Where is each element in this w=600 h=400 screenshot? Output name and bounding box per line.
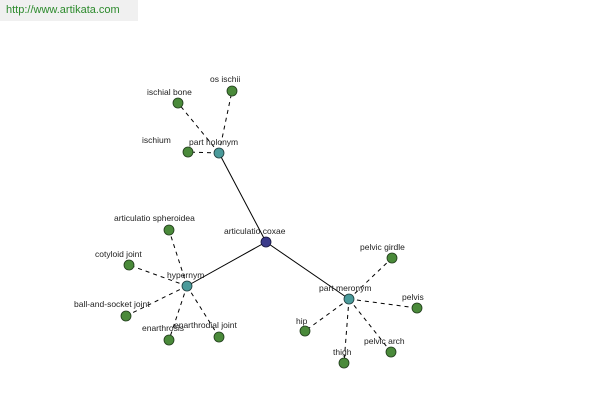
- node-leaf-hypernym-3[interactable]: [163, 334, 175, 346]
- edge-meronym-0: [348, 257, 393, 300]
- label-leaf-holonym-0: ischial bone: [147, 87, 192, 97]
- node-leaf-holonym-1[interactable]: [226, 85, 238, 97]
- edge-hypernym-3: [168, 285, 188, 341]
- label-leaf-meronym-3: thigh: [333, 347, 352, 357]
- node-relation-holonym[interactable]: [213, 147, 225, 159]
- node-leaf-hypernym-4[interactable]: [213, 331, 225, 343]
- node-leaf-meronym-3[interactable]: [338, 357, 350, 369]
- graph-nodes: [120, 85, 423, 369]
- edge-holonym-1: [218, 90, 233, 154]
- label-leaf-hypernym-0: articulatio spheroidea: [114, 213, 195, 223]
- watermark-url[interactable]: http://www.artikata.com: [0, 0, 138, 21]
- label-leaf-meronym-0: pelvic girdle: [360, 242, 405, 252]
- edge-holonym-0: [177, 102, 220, 154]
- node-leaf-meronym-0[interactable]: [386, 252, 398, 264]
- node-leaf-meronym-4[interactable]: [385, 346, 397, 358]
- edge-root-meronym: [265, 241, 350, 300]
- label-leaf-meronym-4: pelvic arch: [364, 336, 405, 346]
- label-leaf-meronym-1: pelvis: [402, 292, 424, 302]
- node-leaf-holonym-0[interactable]: [172, 97, 184, 109]
- edge-hypernym-4: [186, 285, 220, 338]
- label-leaf-holonym-1: os ischii: [210, 74, 240, 84]
- label-leaf-hypernym-4: enarthrodial joint: [174, 320, 237, 330]
- label-leaf-hypernym-3: enarthrosis: [142, 323, 184, 333]
- label-leaf-holonym-2: ischium: [142, 135, 171, 145]
- label-leaf-meronym-2: hip: [296, 316, 308, 326]
- graph-labels: articulatio coxae part holonym ischial bon…: [74, 74, 424, 357]
- label-relation-holonym: part holonym: [189, 137, 238, 147]
- node-root[interactable]: [260, 236, 272, 248]
- edge-root-holonym: [218, 152, 267, 243]
- label-leaf-hypernym-2: ball-and-socket joint: [74, 299, 150, 309]
- edge-meronym-3: [343, 298, 350, 364]
- node-leaf-hypernym-2[interactable]: [120, 310, 132, 322]
- node-leaf-meronym-1[interactable]: [411, 302, 423, 314]
- node-leaf-hypernym-1[interactable]: [123, 259, 135, 271]
- label-root: articulatio coxae: [224, 226, 286, 236]
- label-relation-meronym: part meronym: [319, 283, 371, 293]
- edge-hypernym-2: [125, 285, 188, 317]
- edge-meronym-4: [348, 298, 392, 353]
- node-leaf-holonym-2[interactable]: [182, 146, 194, 158]
- edge-meronym-2: [304, 298, 350, 332]
- node-leaf-meronym-2[interactable]: [299, 325, 311, 337]
- edge-hypernym-1: [128, 264, 188, 287]
- edge-hypernym-0: [168, 229, 188, 287]
- label-leaf-hypernym-1: cotyloid joint: [95, 249, 142, 259]
- node-relation-meronym[interactable]: [343, 293, 355, 305]
- edge-meronym-1: [348, 298, 418, 309]
- node-leaf-hypernym-0[interactable]: [163, 224, 175, 236]
- node-relation-hypernym[interactable]: [181, 280, 193, 292]
- label-relation-hypernym: hypernym: [167, 270, 204, 280]
- edge-root-hypernym: [186, 241, 267, 287]
